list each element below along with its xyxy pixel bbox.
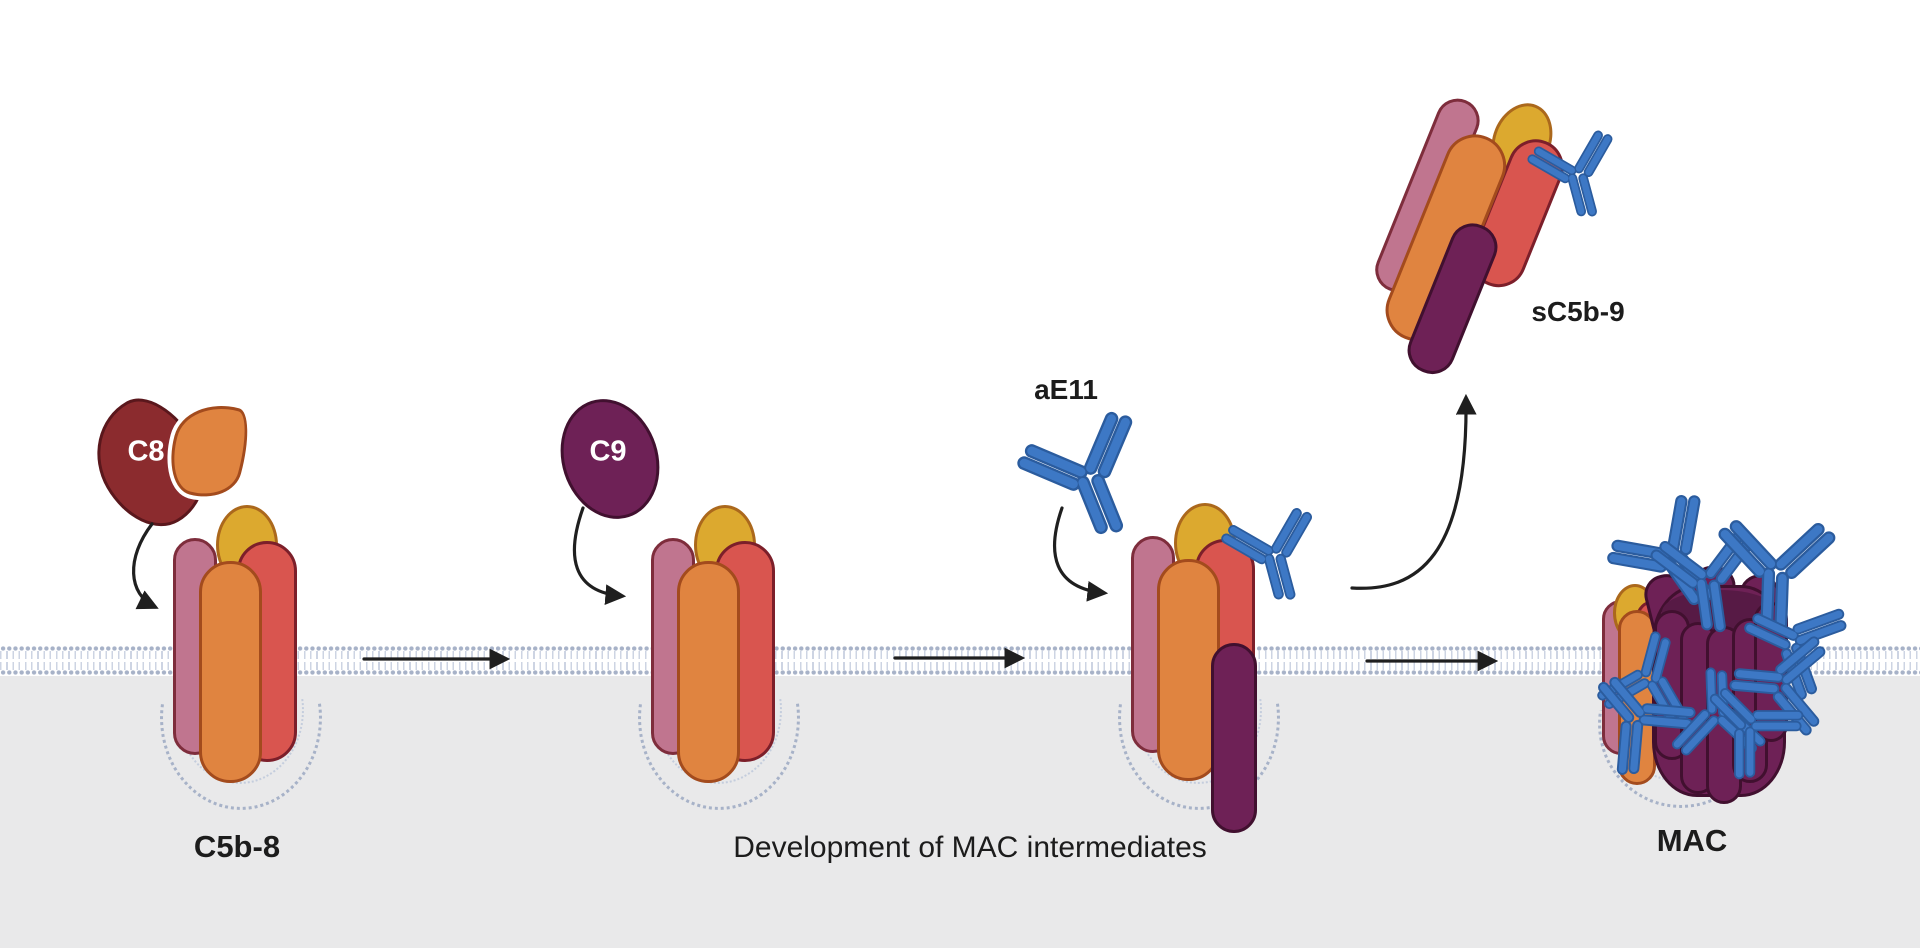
c8-label: C8 bbox=[127, 435, 165, 468]
c9-label: C9 bbox=[589, 435, 627, 468]
arrow-c9-binding bbox=[572, 506, 627, 606]
membrane-inner-leaflet bbox=[0, 669, 1920, 676]
membrane-outer-leaflet bbox=[0, 645, 1920, 652]
intermediate2-orange-subunit bbox=[1157, 559, 1220, 781]
stage-label-c5b8: C5b-8 bbox=[193, 829, 281, 864]
arrow-sc5b9-release bbox=[1350, 393, 1477, 590]
c5b8-orange-subunit bbox=[199, 561, 262, 783]
ae11-label: aE11 bbox=[1034, 374, 1098, 405]
membrane-tails bbox=[0, 651, 1920, 670]
mac-orange-subunit bbox=[1618, 610, 1656, 785]
mac-intermediate-1 bbox=[651, 505, 791, 785]
stage-label-intermediates: Development of MAC intermediates bbox=[733, 831, 1207, 864]
mac-intermediate-2 bbox=[1131, 503, 1271, 833]
intermediate2-c9-subunit bbox=[1211, 643, 1257, 833]
stage-label-mac: MAC bbox=[1656, 823, 1728, 858]
arrow-ae11-binding bbox=[1053, 506, 1109, 602]
sc5b9-complex bbox=[1353, 72, 1584, 381]
mac-complex bbox=[1596, 560, 1836, 810]
sc5b9-label: sC5b-9 bbox=[1531, 296, 1625, 327]
intermediate1-orange-subunit bbox=[677, 561, 740, 783]
mac-front-rod bbox=[1754, 602, 1788, 742]
c5b8-complex bbox=[173, 505, 313, 785]
arrow-c8-binding bbox=[132, 522, 159, 610]
